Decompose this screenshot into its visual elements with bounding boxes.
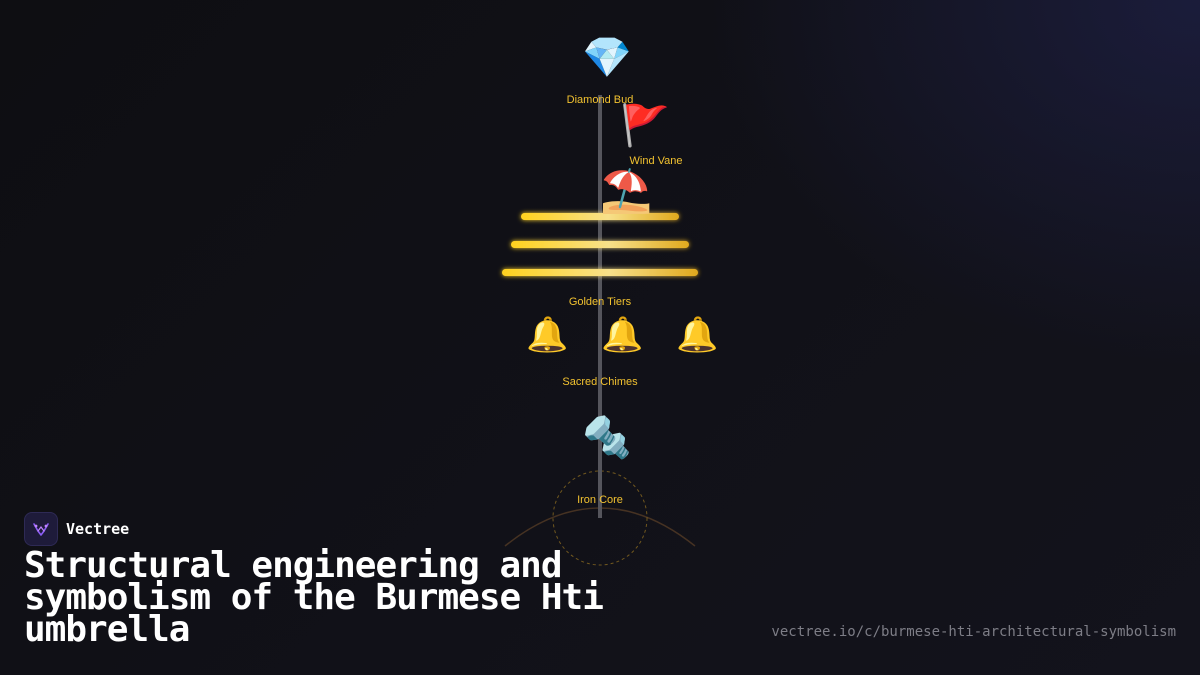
vectree-logo-icon — [24, 512, 58, 546]
flag-icon: 🚩 — [620, 103, 670, 149]
iron-core-circle — [552, 470, 648, 566]
label-golden-tiers: Golden Tiers — [568, 296, 632, 308]
bell-icon: 🔔 — [601, 315, 644, 355]
umbrella-icon: ⛱️ — [600, 166, 653, 215]
label-diamond-bud: Diamond Bud — [566, 94, 634, 106]
label-wind-vane: Wind Vane — [629, 155, 683, 167]
label-sacred-chimes: Sacred Chimes — [562, 376, 638, 388]
bolt-icon: 🔩 — [582, 415, 632, 461]
golden-tier-2 — [511, 241, 689, 248]
brand-name: Vectree — [66, 520, 130, 538]
bell-icon: 🔔 — [526, 315, 569, 355]
page-title: Structural engineering and symbolism of … — [24, 545, 604, 650]
gem-icon: 💎 — [582, 35, 632, 81]
page-url: vectree.io/c/burmese-hti-architectural-s… — [771, 624, 1176, 640]
golden-tier-1 — [521, 213, 679, 220]
bell-icon: 🔔 — [676, 315, 719, 355]
golden-tier-3 — [502, 269, 698, 276]
label-iron-core: Iron Core — [577, 494, 623, 506]
brand: Vectree — [24, 512, 129, 546]
